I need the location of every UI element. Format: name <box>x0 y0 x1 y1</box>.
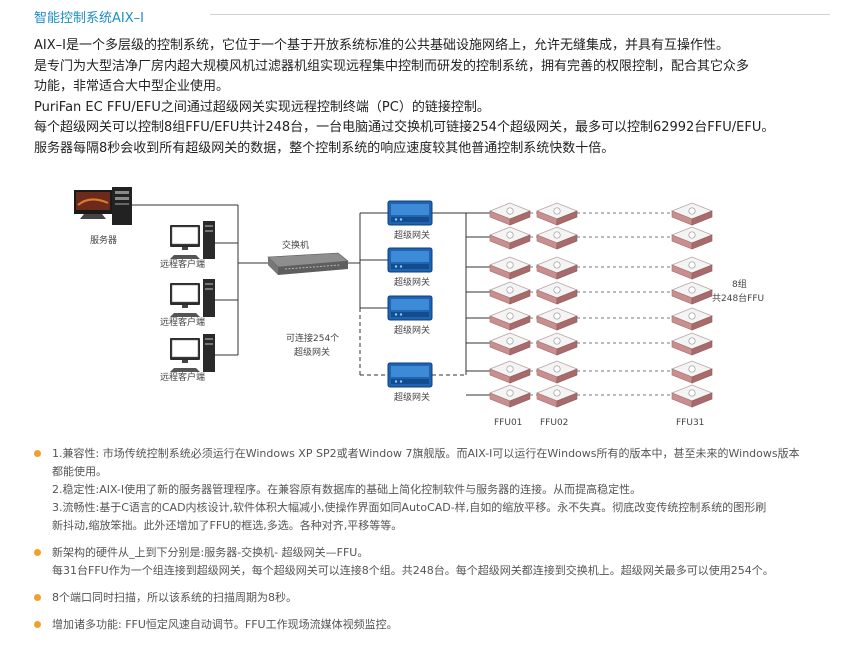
ffu-icon <box>536 256 578 280</box>
feature-text: 增加诸多功能: FFU恒定风速自动调节。FFU工作现场流媒体视频监控。 <box>52 618 398 631</box>
pc-icon <box>169 220 216 260</box>
ffu-icon <box>489 332 531 356</box>
gateway-connectors <box>348 212 388 376</box>
ffu-connectors <box>432 212 490 396</box>
feature-text: 2.稳定性:AIX-I使用了新的服务器管理程序。在兼容原有数据库的基础上简化控制… <box>52 483 642 496</box>
feature-text: 每31台FFU作为一个组连接到超级网关，每个超级网关可以连接8个组。共248台。… <box>52 564 774 577</box>
client-label: 远程客户端 <box>160 258 205 270</box>
ffu-column-label: FFU31 <box>676 418 704 428</box>
feature-list: 1.兼容性: 市场传统控制系统必须运行在Windows XP SP2或者Wind… <box>34 445 844 634</box>
ffu-icon <box>536 360 578 384</box>
ffu-icon <box>489 384 531 408</box>
intro-line: 服务器每隔8秒会收到所有超级网关的数据，整个控制系统的响应速度较其他普通控制系统… <box>34 140 615 156</box>
ffu-icon <box>671 384 713 408</box>
feature-text: 1.兼容性: 市场传统控制系统必须运行在Windows XP SP2或者Wind… <box>52 447 800 460</box>
feature-text: 新架构的硬件从_上到下分别是:服务器-交换机- 超级网关—FFU。 <box>52 546 369 559</box>
pc-icon <box>169 278 216 318</box>
gateway-icon <box>387 200 433 226</box>
ffu-row-links <box>530 212 672 396</box>
ffu-icon <box>536 281 578 305</box>
feature-item: 8个端口同时扫描，所以该系统的扫描周期为8秒。 <box>34 589 844 607</box>
ffu-icon <box>489 281 531 305</box>
gateway-label: 超级网关 <box>394 324 430 336</box>
client-label: 远程客户端 <box>160 371 205 383</box>
bullet-icon <box>34 621 41 628</box>
page-title: 智能控制系统AIX–I <box>34 11 144 26</box>
ffu-icon <box>489 256 531 280</box>
ffu-icon <box>536 202 578 226</box>
connect-note: 可连接254个 <box>286 332 339 344</box>
ffu-icon <box>536 307 578 331</box>
ffu-icon <box>671 307 713 331</box>
feature-item: 新架构的硬件从_上到下分别是:服务器-交换机- 超级网关—FFU。 每31台FF… <box>34 544 844 580</box>
ffu-icon <box>489 307 531 331</box>
switch-label: 交换机 <box>282 239 309 251</box>
network-diagram: 服务器 远程客户端 远程客户端 远程客户端 交换机 超级网关 超级网关 超级网关 <box>74 187 764 428</box>
feature-text: 8个端口同时扫描，所以该系统的扫描周期为8秒。 <box>52 591 297 604</box>
ffu-icon <box>671 256 713 280</box>
group-note: 共248台FFU <box>712 292 764 304</box>
server-label: 服务器 <box>90 234 117 246</box>
client-label: 远程客户端 <box>160 316 205 328</box>
pc-icon <box>169 333 216 373</box>
ffu-icon <box>489 226 531 250</box>
feature-text: 新抖动,缩放笨拙。此外还增加了FFU的框选,多选。各种对齐,平移等等。 <box>52 519 403 532</box>
ffu-icon <box>671 360 713 384</box>
gateway-icon <box>387 362 433 388</box>
gateway-icon <box>387 295 433 321</box>
ffu-column-label: FFU02 <box>540 418 568 428</box>
header-divider <box>210 14 830 15</box>
gateway-label: 超级网关 <box>394 391 430 403</box>
feature-text: 都能使用。 <box>52 465 107 478</box>
ffu-icon <box>536 384 578 408</box>
intro-line: 功能，非常适合大中型企业使用。 <box>34 79 230 95</box>
gateway-label: 超级网关 <box>394 276 430 288</box>
ffu-grid <box>489 202 713 408</box>
client-connectors <box>132 204 268 356</box>
intro-line: 每个超级网关可以控制8组FFU/EFU共计248台，一台电脑通过交换机可链接25… <box>34 120 775 136</box>
feature-item: 1.兼容性: 市场传统控制系统必须运行在Windows XP SP2或者Wind… <box>34 445 844 535</box>
bullet-icon <box>34 594 41 601</box>
gateway-icon <box>387 247 433 273</box>
server-icon <box>74 187 132 225</box>
feature-item: 增加诸多功能: FFU恒定风速自动调节。FFU工作现场流媒体视频监控。 <box>34 616 844 634</box>
ffu-icon <box>671 226 713 250</box>
intro-line: PuriFan EC FFU/EFU之间通过超级网关实现远程控制终端（PC）的链… <box>34 99 490 115</box>
ffu-icon <box>671 202 713 226</box>
intro-text: AIX–I是一个多层级的控制系统，它位于一个基于开放系统标准的公共基础设施网络上… <box>34 36 834 160</box>
group-note: 8组 <box>732 278 747 290</box>
gateway-label: 超级网关 <box>394 229 430 241</box>
ffu-icon <box>536 226 578 250</box>
bullet-icon <box>34 450 41 457</box>
bullet-icon <box>34 549 41 556</box>
ffu-icon <box>536 332 578 356</box>
ffu-icon <box>671 332 713 356</box>
connect-note: 超级网关 <box>294 346 330 358</box>
ffu-icon <box>489 202 531 226</box>
intro-line: 是专门为大型洁净厂房内超大规模风机过滤器机组实现远程集中控制而研发的控制系统，拥… <box>34 58 750 74</box>
ffu-column-label: FFU01 <box>494 418 522 428</box>
feature-text: 3.流畅性:基于C语言的CAD内核设计,软件体积大幅减小,使操作界面如同Auto… <box>52 501 767 514</box>
intro-line: AIX–I是一个多层级的控制系统，它位于一个基于开放系统标准的公共基础设施网络上… <box>34 38 729 53</box>
ffu-icon <box>671 281 713 305</box>
switch-icon <box>267 252 349 275</box>
ffu-icon <box>489 360 531 384</box>
